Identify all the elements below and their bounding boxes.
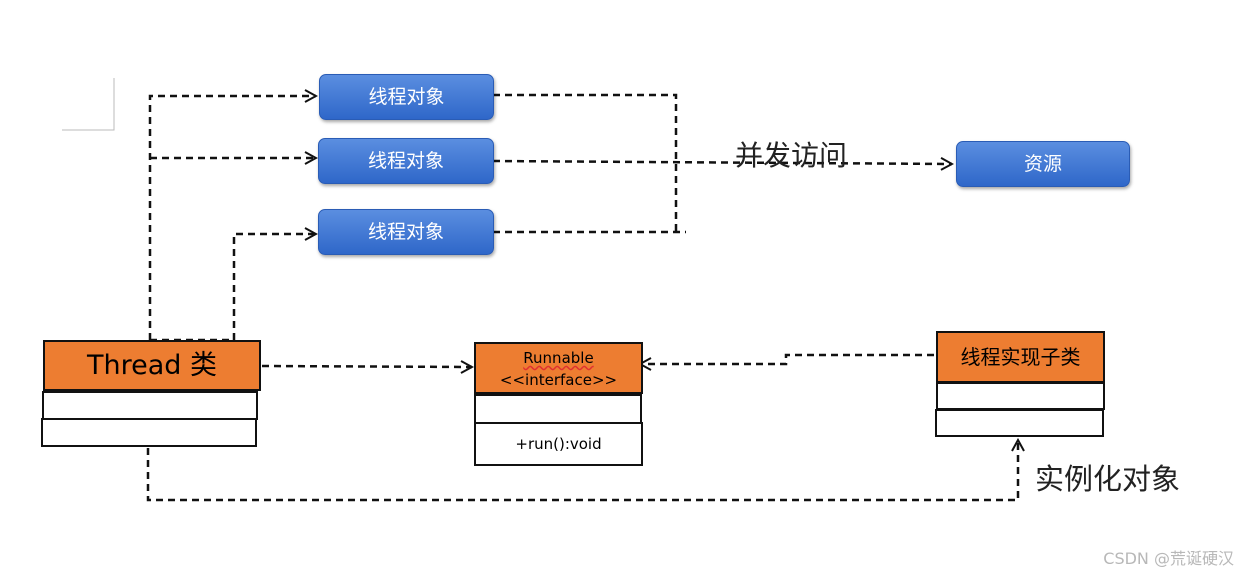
thread-object-1-label: 线程对象 xyxy=(368,86,445,108)
arrow-impl-to-runnable xyxy=(640,353,934,364)
thread-object-1: 线程对象 xyxy=(319,74,494,120)
thread-impl-header: 线程实现子类 xyxy=(936,331,1105,383)
runnable-stereotype: <<interface>> xyxy=(499,371,618,389)
instantiate-label: 实例化对象 xyxy=(1035,462,1181,496)
arrow-thread-to-object-3 xyxy=(232,234,316,340)
thread-class-title: Thread 类 xyxy=(87,350,217,381)
runnable-header: Runnable <<interface>> xyxy=(474,342,643,394)
thread-class-attributes xyxy=(42,391,258,420)
concurrent-access-label: 并发访问 xyxy=(735,139,848,172)
resource-label: 资源 xyxy=(1023,153,1062,175)
thread-impl-title: 线程实现子类 xyxy=(960,345,1081,369)
thread-class-methods xyxy=(41,418,257,447)
watermark: CSDN @荒诞硬汉 xyxy=(1103,549,1234,568)
page-corner-mark xyxy=(62,78,115,131)
thread-impl-attributes xyxy=(936,382,1105,410)
thread-class-header: Thread 类 xyxy=(43,340,261,391)
arrow-thread-to-runnable xyxy=(261,366,472,367)
thread-object-2-label: 线程对象 xyxy=(367,150,444,172)
thread-object-3: 线程对象 xyxy=(318,209,494,255)
runnable-methods: +run():void xyxy=(474,422,643,466)
runnable-run-method: +run():void xyxy=(515,435,602,453)
runnable-attributes xyxy=(474,394,642,424)
arrow-concurrent-access xyxy=(492,161,952,164)
thread-object-2: 线程对象 xyxy=(318,138,494,184)
arrow-thread-to-object-1 xyxy=(148,96,316,340)
runnable-name: Runnable xyxy=(523,349,594,367)
thread-impl-methods xyxy=(935,409,1104,437)
arrow-instantiate xyxy=(146,440,1018,502)
thread-object-3-label: 线程对象 xyxy=(367,221,444,243)
resource-box: 资源 xyxy=(956,141,1130,187)
bracket-object-1 xyxy=(493,93,678,232)
